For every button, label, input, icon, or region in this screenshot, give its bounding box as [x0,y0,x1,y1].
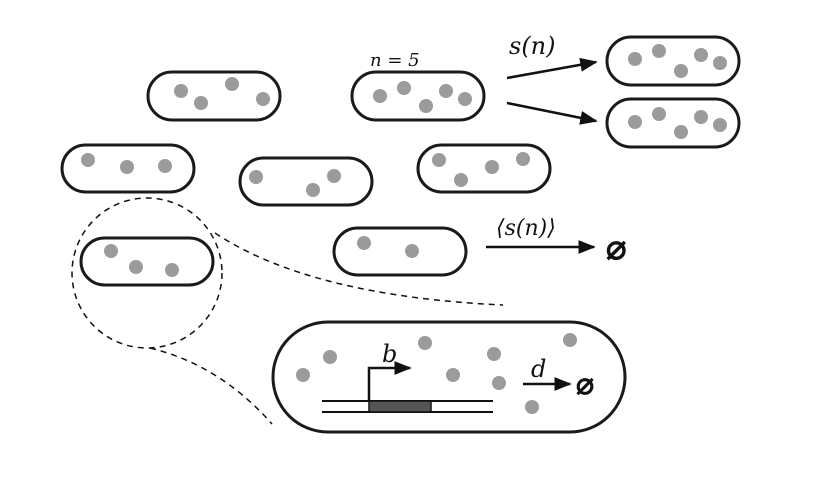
molecule [419,99,433,113]
daughter-cell [605,35,741,87]
molecule [256,92,270,106]
molecule [158,159,172,173]
cell [416,143,552,194]
daughter-cell [605,97,741,149]
molecule [563,333,577,347]
cell [60,143,196,194]
molecule [652,107,666,121]
molecule [194,96,208,110]
molecule [492,376,506,390]
molecule [694,48,708,62]
molecule [418,336,432,350]
molecule [225,77,239,91]
molecule [323,350,337,364]
molecule [458,92,472,106]
cell [332,226,468,277]
molecule [485,160,499,174]
molecule [628,115,642,129]
molecule [357,236,371,250]
molecule [628,52,642,66]
molecule [104,244,118,258]
cell-n5 [350,70,486,122]
cell [238,156,374,207]
gene-block [368,400,432,413]
molecule [174,84,188,98]
molecule [713,56,727,70]
empty-set-symbol: ⌀ [576,367,594,402]
molecule [306,183,320,197]
burst-size-label: b [382,340,397,368]
molecule [373,89,387,103]
molecule [129,260,143,274]
molecule [405,244,419,258]
molecule [120,160,134,174]
molecule [525,400,539,414]
molecule [674,125,688,139]
molecule [165,263,179,277]
molecule [249,170,263,184]
molecule [446,368,460,382]
mean-rate-label: ⟨s(n)⟩ [496,216,556,241]
molecule [674,64,688,78]
molecule [296,368,310,382]
molecule [439,84,453,98]
zoom-line [149,347,273,425]
molecule [652,44,666,58]
promoter-arrow [367,361,412,401]
division-arrow [506,57,598,80]
division-arrow [506,101,598,125]
molecule [327,169,341,183]
molecule [81,153,95,167]
cell [79,236,215,287]
n-equals-label: n = 5 [370,50,420,71]
molecule [487,347,501,361]
division-rate-label: s(n) [509,32,556,60]
empty-set-symbol: ⌀ [606,228,627,268]
cell [146,70,282,122]
molecule [713,118,727,132]
molecule [454,173,468,187]
molecule [516,152,530,166]
molecule [694,110,708,124]
molecule [397,81,411,95]
degradation-rate-label: d [531,355,546,383]
zoomed-cell: b d ⌀ [271,320,627,434]
molecule [432,153,446,167]
zoom-circle [71,197,223,349]
